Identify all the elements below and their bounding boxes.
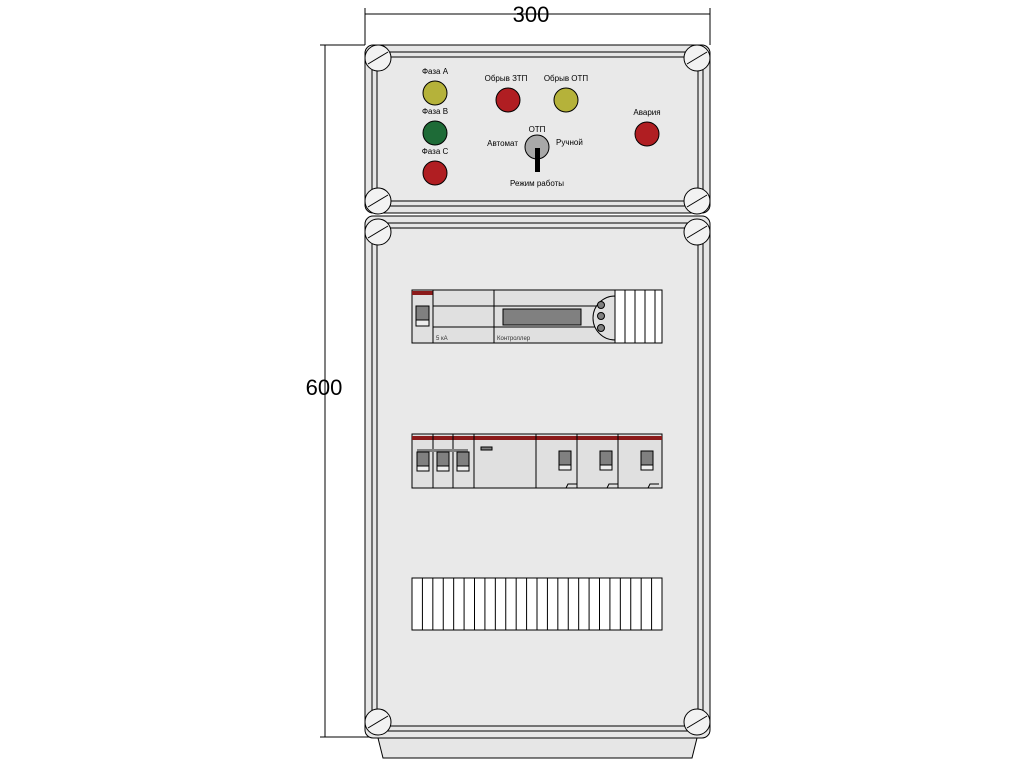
label-break-otp: Обрыв ОТП xyxy=(544,74,589,83)
screw-icon xyxy=(683,44,711,72)
indicator-lamp-phase-c xyxy=(422,160,448,186)
top-enclosure xyxy=(364,44,711,214)
label-phase-c: Фаза С xyxy=(422,147,449,156)
switch-label-right: Ручной xyxy=(556,138,583,147)
breaker-toggle xyxy=(640,450,654,471)
controller-label: Контроллер xyxy=(497,336,531,342)
controller-module xyxy=(411,289,663,344)
switch-label-top: ОТП xyxy=(529,125,546,134)
screws xyxy=(364,44,711,736)
screw-icon xyxy=(364,187,392,215)
breaker-toggle xyxy=(456,451,470,472)
label-phase-a: Фаза А xyxy=(422,67,449,76)
screw-icon xyxy=(683,708,711,736)
label-phase-b: Фаза В xyxy=(422,107,448,116)
indicator-lamp-break-ztp xyxy=(495,87,521,113)
breaker-label: 5 кА xyxy=(436,336,448,342)
mode-switch[interactable] xyxy=(524,134,550,172)
screw-icon xyxy=(683,218,711,246)
screw-icon xyxy=(364,44,392,72)
indicator-lamp-phase-a xyxy=(422,80,448,106)
label-break-ztp: Обрыв ЗТП xyxy=(485,74,528,83)
switch-label-left: Автомат xyxy=(487,139,518,148)
indicator-lamp-phase-b xyxy=(422,120,448,146)
breaker-toggle xyxy=(416,451,430,472)
width-dimension xyxy=(364,8,711,45)
breaker-toggle xyxy=(558,450,572,471)
indicator-lamp-alarm xyxy=(634,121,660,147)
breaker-toggle xyxy=(599,450,613,471)
height-dimension-label: 600 xyxy=(306,375,343,400)
breaker-toggle xyxy=(436,451,450,472)
screw-icon xyxy=(364,708,392,736)
screw-icon xyxy=(364,218,392,246)
breaker-row xyxy=(411,433,663,489)
switch-label-bottom: Режим работы xyxy=(510,179,564,188)
indicator-lamp-break-otp xyxy=(553,87,579,113)
screw-icon xyxy=(683,187,711,215)
label-alarm: Авария xyxy=(633,108,660,117)
width-dimension-label: 300 xyxy=(513,2,550,27)
terminal-block-row xyxy=(411,577,663,631)
